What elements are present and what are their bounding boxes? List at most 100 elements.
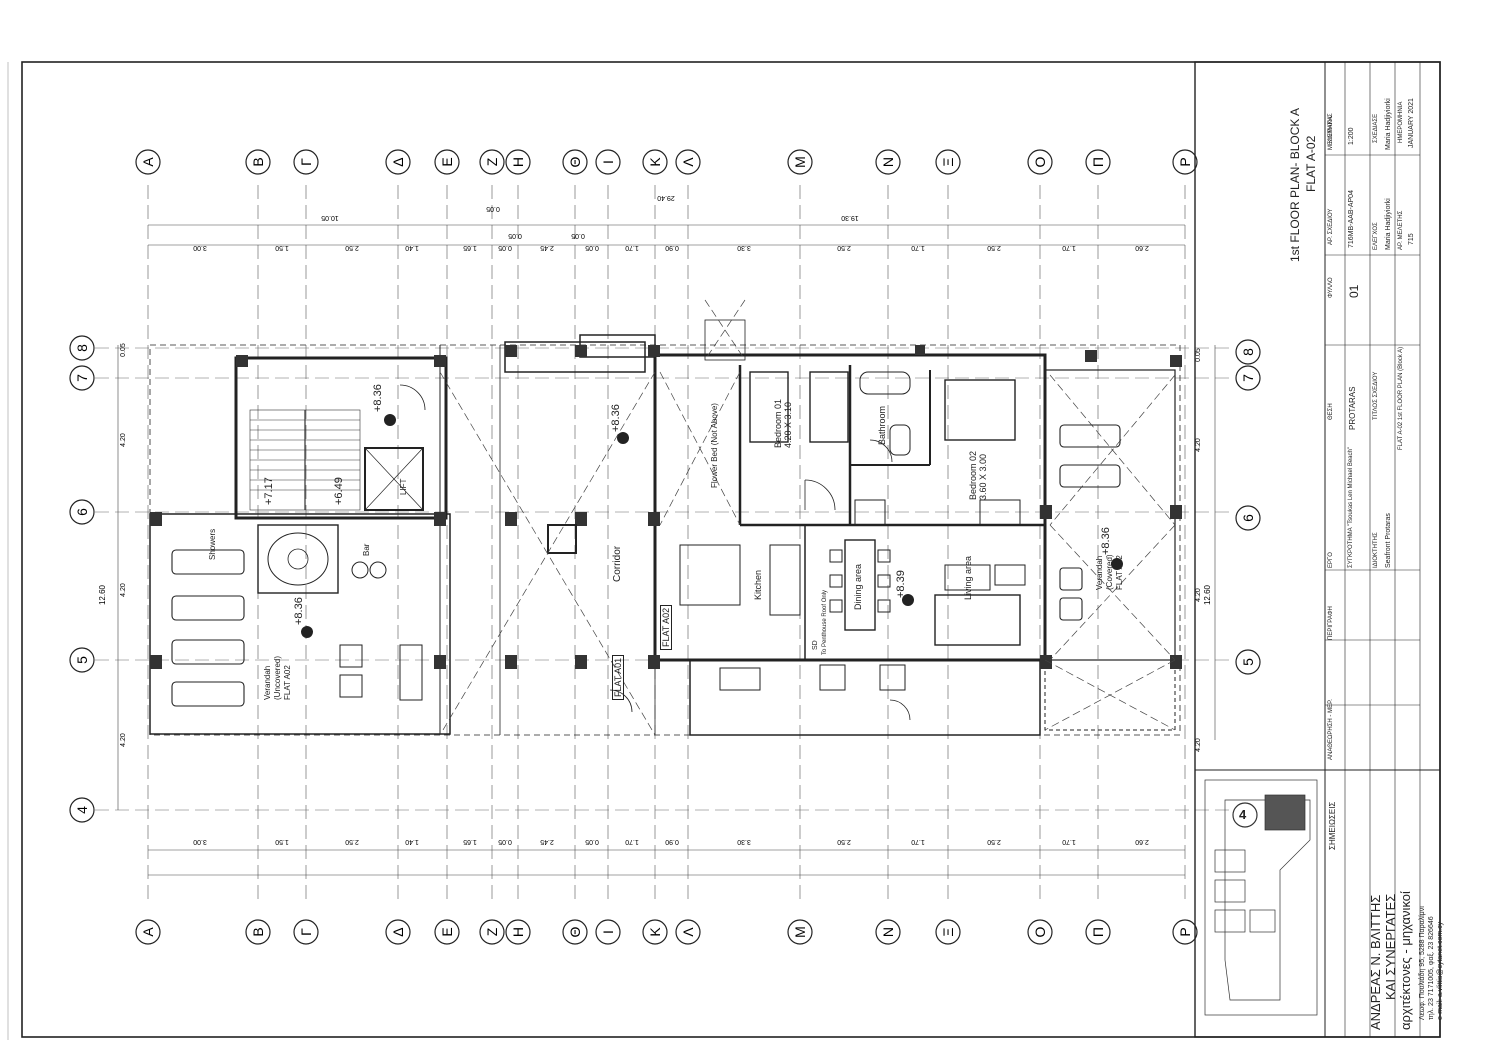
flowerbed-name: Flower Bed	[710, 447, 719, 488]
drawing-subtitle: FLAT A-02	[1304, 135, 1318, 192]
room-label-living: Living area	[963, 555, 973, 600]
grid-label: K	[647, 157, 663, 167]
firm-address: Λεωφ. Πουλιάδη 95, 5288 Παραλίμνι	[1419, 906, 1426, 1020]
tb-drawn-by: Maria Hadjiyiorki	[1385, 98, 1392, 150]
dimension-value: 1.70	[1062, 244, 1076, 251]
row-label: 5	[74, 656, 90, 664]
dimension-total: 19.30	[841, 214, 859, 221]
tb-drawing-title-value: FLAT A-02 1st FLOOR PLAN (Block A)	[1398, 346, 1404, 450]
dimension-value: 3.30	[737, 838, 751, 845]
side-dimension: 0.05	[120, 343, 127, 357]
room-label-bedroom2: Bedroom 02 3.60 X 3.00	[968, 451, 988, 500]
tb-location: PROTARAS	[1348, 386, 1357, 430]
grid-lines	[95, 185, 1230, 905]
grid-bubble-Δ-1: Δ	[385, 919, 411, 945]
grid-bubble-Δ-0: Δ	[385, 149, 411, 175]
grid-label: Γ	[298, 928, 314, 936]
grid-label: K	[647, 927, 663, 937]
row-label: 8	[1240, 348, 1256, 356]
grid-label: E	[439, 927, 455, 936]
bedroom1-name: Bedroom 01	[773, 398, 783, 448]
tb-checked-label: ΕΛΕΓΧΟΣ	[1373, 222, 1379, 250]
dimension-value: 2.50	[837, 244, 851, 251]
row-bubble-right-2: 6	[1235, 505, 1261, 531]
row-bubble-left-3: 5	[69, 647, 95, 673]
tb-revision-label: ΑΝΑΘΕΩΡΗΣΗ - ΜΕΡ.	[1328, 699, 1334, 760]
tb-date: JANUARY 2021	[1408, 98, 1415, 148]
dimension-value: 2.45	[540, 838, 554, 845]
grid-bubble-A-1: A	[135, 919, 161, 945]
firm-name: ΑΝΔΡΕΑΣ Ν. ΒΛΙΤΤΗΣ	[1368, 894, 1383, 1030]
grid-label: Λ	[680, 157, 696, 167]
keyplan-marker: 4	[1239, 807, 1247, 822]
grid-bubble-A-0: A	[135, 149, 161, 175]
row-label: 5	[1240, 658, 1256, 666]
grid-bubble-Ξ-0: Ξ	[935, 149, 961, 175]
grid-label: Θ	[567, 156, 583, 167]
grid-label: Z	[484, 927, 500, 936]
grid-bubble-N-0: N	[875, 149, 901, 175]
grid-bubble-N-1: N	[875, 919, 901, 945]
row-bubble-right-0: 7	[1235, 365, 1261, 391]
veranda-uncovered-note: (Uncovered)	[273, 655, 282, 700]
row-bubble-left-2: 6	[69, 499, 95, 525]
dimension-value: 1.50	[275, 838, 289, 845]
dimension-value: 3.30	[737, 244, 751, 251]
grid-label: O	[1032, 156, 1048, 167]
firm-profession: αρχιτέκτονες - μηχανικοί	[1398, 891, 1413, 1030]
grid-label: N	[880, 157, 896, 167]
grid-bubble-Λ-0: Λ	[675, 149, 701, 175]
veranda-covered-note: (Covered)	[1105, 554, 1114, 590]
level-text-7: +6.49	[333, 477, 345, 505]
tb-project-label: ΕΡΓΟ	[1328, 552, 1334, 568]
dimension-lines	[117, 224, 1216, 876]
room-label-veranda-uncovered: Verandah (Uncovered) FLAT A02	[263, 656, 293, 700]
grid-label: O	[1032, 926, 1048, 937]
grid-label: Δ	[390, 927, 406, 936]
tb-project-no-label: ΑΡ. ΜΕΛΕΤΗΣ	[1398, 210, 1404, 250]
veranda-uncovered-name: Verandah	[263, 665, 272, 700]
veranda-covered-name: Verandah	[1095, 555, 1104, 590]
grid-label: B	[250, 927, 266, 936]
dimension-value: 1.70	[1062, 838, 1076, 845]
row-label: 4	[74, 806, 90, 814]
side-dimension-right: 0.05	[1195, 348, 1202, 362]
veranda-covered-flat: FLAT A02	[1115, 555, 1124, 590]
dimension-value: 1.65	[463, 244, 477, 251]
level-text-5: +8.39	[895, 570, 907, 598]
dimension-value: 1.70	[911, 244, 925, 251]
tb-drawing-no-label: ΑΡ. ΣΧΕΔΙΟΥ	[1328, 208, 1334, 245]
side-dimension-right: 4.20	[1195, 738, 1202, 752]
dimension-value: 1.70	[911, 838, 925, 845]
tb-notes-label: ΣΗΜΕΙΩΣΕΙΣ	[1328, 801, 1337, 850]
tb-drawn-label: ΣΧΕΔΙΑΣΕ	[1373, 113, 1379, 143]
grid-label: M	[792, 926, 808, 938]
drawing-title: 1st FLOOR PLAN- BLOCK A	[1288, 107, 1302, 262]
row-label: 6	[1240, 514, 1256, 522]
grid-bubble-B-0: B	[245, 149, 271, 175]
row-label: 8	[74, 344, 90, 352]
dimension-value: 1.40	[405, 244, 419, 251]
room-label-bar: Bar	[362, 543, 371, 556]
grid-bubble-O-0: O	[1027, 149, 1053, 175]
dimension-value: 1.40	[405, 838, 419, 845]
room-label-bathroom: Bathroom	[877, 405, 887, 445]
bedroom2-name: Bedroom 02	[968, 450, 978, 500]
room-label-dining: Dining area	[853, 563, 863, 610]
bedroom2-size: 3.60 X 3.00	[978, 453, 988, 500]
firm-email: e-mail: a.vlittis@cytanet.com.cy	[1437, 921, 1444, 1020]
key-plan	[1204, 779, 1318, 1016]
side-dimension: 4.20	[120, 733, 127, 747]
grid-bubble-K-0: K	[642, 149, 668, 175]
tb-checked-by: Maria Hadjiyiorki	[1385, 198, 1392, 250]
hot-tub	[257, 524, 339, 594]
flat-a02-tag: FLAT A02	[660, 604, 672, 650]
tb-sheet-label: ΦΥΛΛΟ	[1328, 277, 1334, 298]
grid-bubble-I-1: I	[595, 919, 621, 945]
dimension-value: 0.90	[665, 838, 679, 845]
dimension-value: 1.65	[463, 838, 477, 845]
grid-bubble-M-1: M	[787, 919, 813, 945]
level-text-4: +8.36	[1100, 527, 1112, 555]
